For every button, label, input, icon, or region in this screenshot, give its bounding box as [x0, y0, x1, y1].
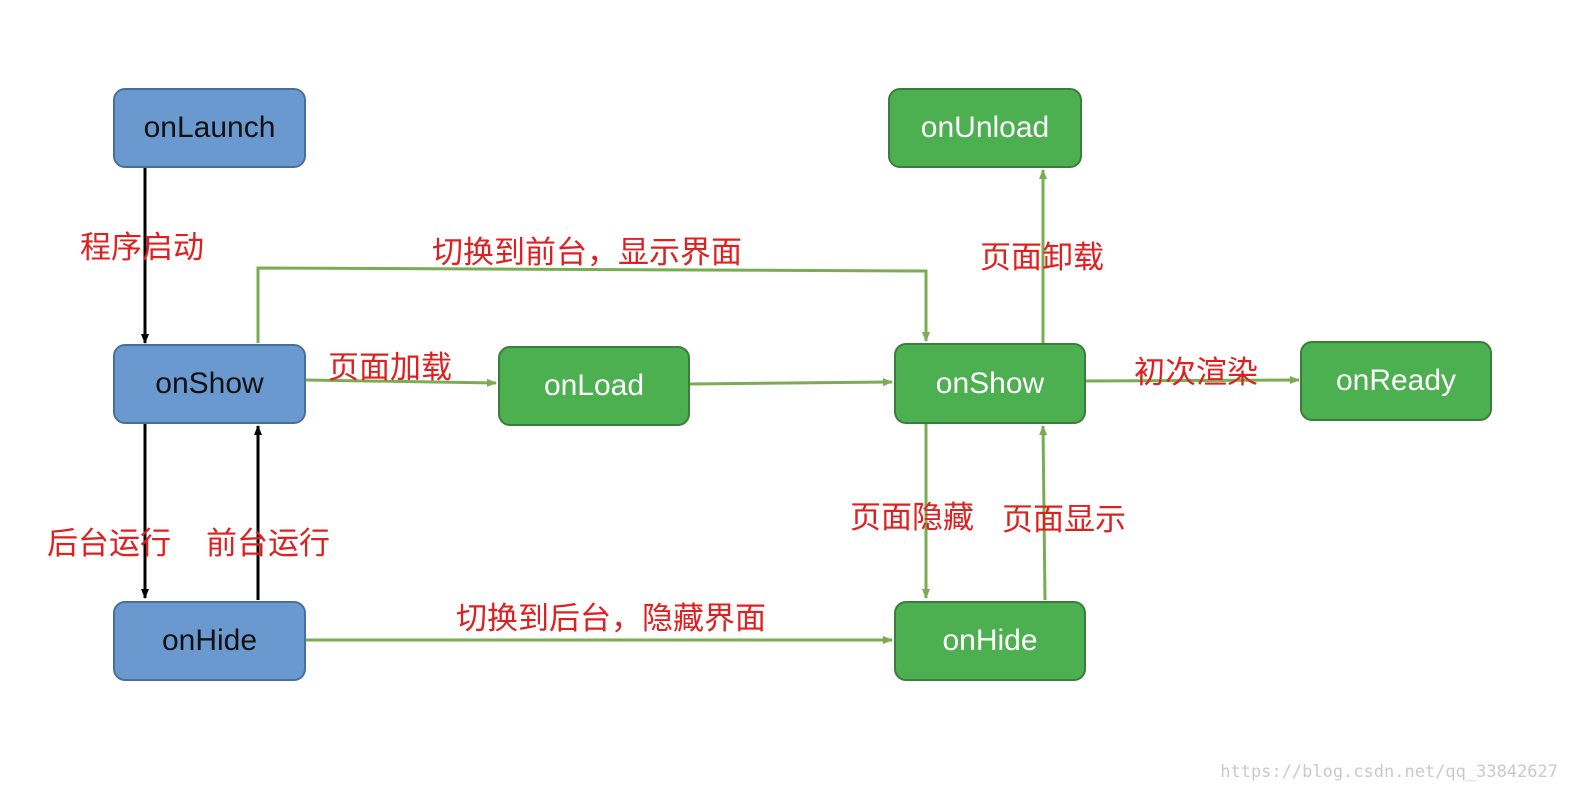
- node-page-onunload: onUnload: [888, 88, 1082, 168]
- node-page-onshow: onShow: [894, 343, 1086, 424]
- label-background-run: 后台运行: [47, 526, 171, 562]
- node-app-onlaunch: onLaunch: [113, 88, 306, 168]
- node-page-onhide: onHide: [894, 601, 1086, 681]
- watermark-url: https://blog.csdn.net/qq_33842627: [1220, 762, 1558, 782]
- label-page-shown: 页面显示: [1002, 502, 1126, 538]
- arrow-page-hide-to-show: [1039, 425, 1048, 601]
- arrow-switch-front: [256, 266, 930, 343]
- node-page-onready: onReady: [1300, 341, 1492, 421]
- label-program-start: 程序启动: [80, 230, 204, 266]
- label-foreground-run: 前台运行: [206, 526, 330, 562]
- label-page-unload: 页面卸载: [980, 240, 1104, 276]
- node-app-onhide: onHide: [113, 601, 306, 681]
- node-app-onshow: onShow: [113, 344, 306, 424]
- label-first-render: 初次渲染: [1134, 355, 1258, 391]
- arrow-load-to-page-show: [689, 378, 893, 387]
- label-page-hidden: 页面隐藏: [850, 500, 974, 536]
- label-switch-back-hide: 切换到后台，隐藏界面: [456, 601, 766, 637]
- arrow-page-show-to-ready: [1085, 376, 1300, 385]
- arrow-app-show-to-load: [305, 378, 497, 387]
- label-switch-front-show: 切换到前台，显示界面: [432, 235, 742, 271]
- node-page-onload: onLoad: [498, 346, 690, 426]
- label-page-load: 页面加载: [328, 350, 452, 386]
